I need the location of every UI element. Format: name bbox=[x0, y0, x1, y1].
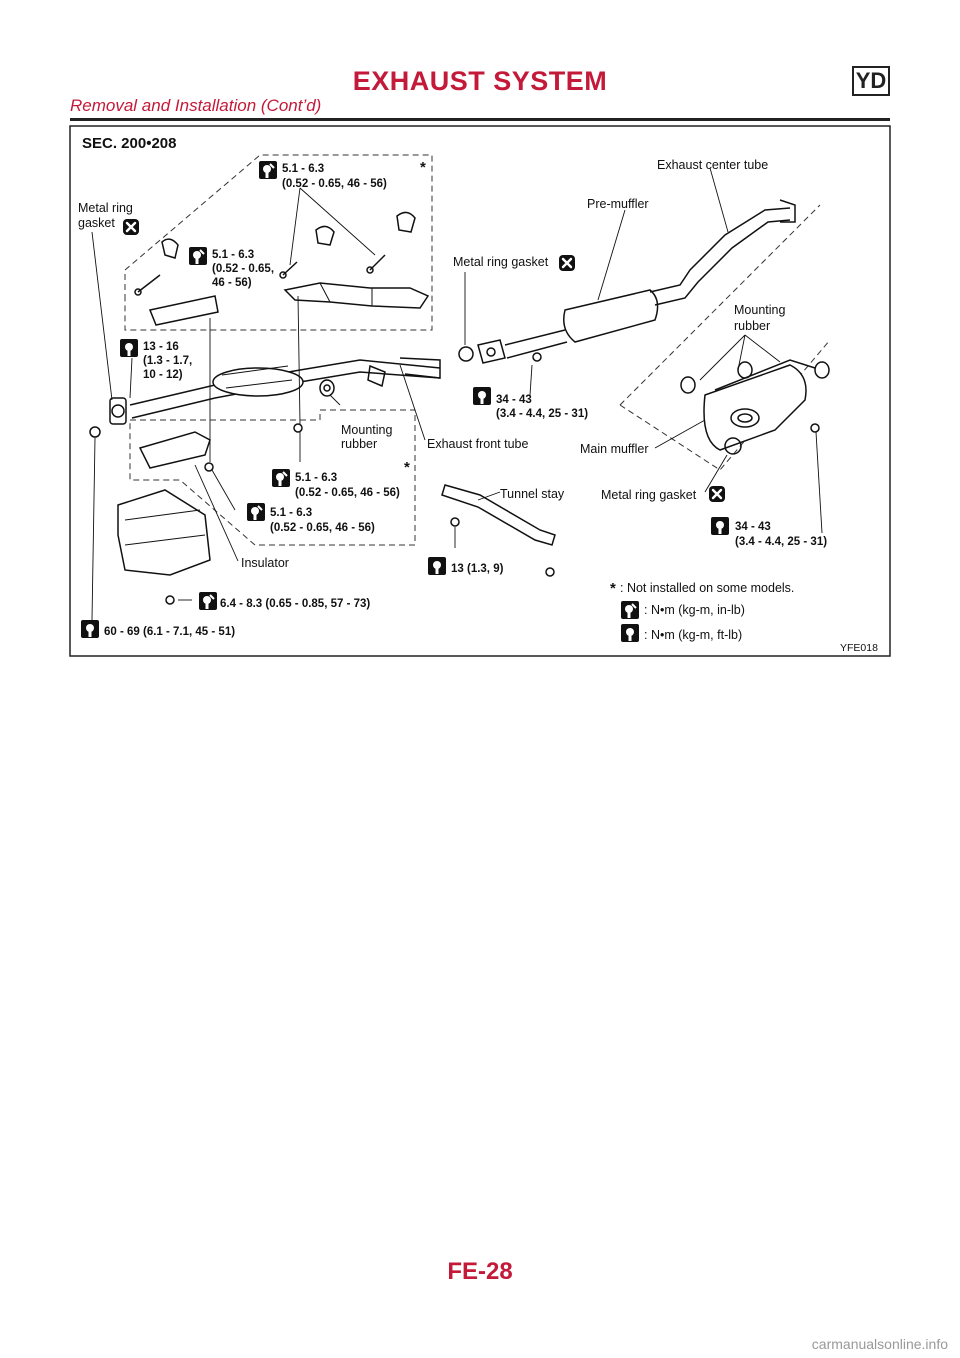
pre-muffler-label: Pre-muffler bbox=[587, 197, 649, 211]
model-badge: YD bbox=[852, 66, 890, 96]
torque-t2-line2: (0.52 - 0.65, bbox=[212, 263, 274, 275]
torque-wrench-icon bbox=[188, 246, 208, 266]
legend-wrench-ftlb-icon bbox=[621, 624, 639, 642]
page-subtitle: Removal and Installation (Cont’d) bbox=[70, 96, 322, 115]
torque-wrench-icon bbox=[120, 339, 138, 357]
legend-unit-ftlb: : N•m (kg-m, ft-lb) bbox=[644, 628, 742, 642]
header-rule bbox=[70, 118, 890, 121]
torque-t3-line2: (1.3 - 1.7, bbox=[143, 355, 192, 367]
metal-ring-gasket-right-label: Metal ring gasket bbox=[601, 488, 697, 502]
figure-frame bbox=[69, 125, 891, 657]
torque-t9: 6.4 - 8.3 (0.65 - 0.85, 57 - 73) bbox=[220, 598, 370, 610]
torque-wrench-icon bbox=[428, 557, 446, 575]
torque-t7-line2: (3.4 - 4.4, 25 - 31) bbox=[735, 536, 827, 548]
torque-t10: 60 - 69 (6.1 - 7.1, 45 - 51) bbox=[104, 626, 235, 638]
exhaust-center-tube-label: Exhaust center tube bbox=[657, 158, 768, 172]
torque-t3-line3: 10 - 12) bbox=[143, 369, 183, 381]
exhaust-front-tube bbox=[109, 357, 441, 425]
gasket-replace-icon bbox=[121, 217, 141, 237]
mounting-rubber-center bbox=[319, 364, 386, 397]
torque-wrench-icon bbox=[258, 160, 278, 180]
top-optional-parts bbox=[134, 211, 430, 326]
page-number: FE-28 bbox=[447, 1258, 513, 1285]
legend-unit-inlb: : N•m (kg-m, in-lb) bbox=[644, 603, 745, 617]
torque-wrench-icon bbox=[81, 620, 99, 638]
torque-t4-line1: 34 - 43 bbox=[496, 394, 532, 406]
section-number: SEC. 200•208 bbox=[82, 135, 176, 152]
legend-asterisk-text: : Not installed on some models. bbox=[620, 581, 794, 595]
insulator-label: Insulator bbox=[241, 556, 289, 570]
mounting-rubber-right-label: Mounting bbox=[734, 303, 785, 317]
torque-t5-line1: 5.1 - 6.3 bbox=[295, 472, 337, 484]
main-muffler-label: Main muffler bbox=[580, 442, 649, 456]
legend-asterisk: * bbox=[610, 580, 616, 597]
mounting-rubber-right-label-2: rubber bbox=[734, 319, 770, 333]
asterisk-marker: * bbox=[404, 459, 410, 476]
optional-group-top bbox=[124, 154, 433, 331]
mounting-rubber-center-label: Mounting bbox=[341, 423, 392, 437]
torque-t2-line1: 5.1 - 6.3 bbox=[212, 249, 254, 261]
torque-wrench-icon bbox=[198, 591, 218, 611]
exhaust-front-tube-label: Exhaust front tube bbox=[427, 437, 529, 451]
torque-wrench-icon bbox=[711, 517, 729, 535]
watermark: carmanualsonline.info bbox=[811, 1336, 948, 1352]
main-muffler bbox=[680, 359, 830, 455]
page-title: EXHAUST SYSTEM bbox=[352, 66, 608, 96]
torque-t1-line1: 5.1 - 6.3 bbox=[282, 163, 324, 175]
torque-t5-line2: (0.52 - 0.65, 46 - 56) bbox=[295, 487, 400, 499]
torque-wrench-icon bbox=[246, 502, 266, 522]
metal-ring-gasket-left-label: Metal ring bbox=[78, 201, 133, 215]
metal-ring-gasket-left-label-2: gasket bbox=[78, 216, 115, 230]
bottom-optional-parts bbox=[89, 423, 303, 605]
metal-ring-gasket-center-label: Metal ring gasket bbox=[453, 255, 549, 269]
torque-t3-line1: 13 - 16 bbox=[143, 341, 179, 353]
torque-t1-line2: (0.52 - 0.65, 46 - 56) bbox=[282, 178, 387, 190]
tunnel-stay-label: Tunnel stay bbox=[500, 487, 565, 501]
gasket-replace-icon bbox=[707, 484, 727, 504]
pre-muffler-assembly bbox=[458, 199, 796, 364]
torque-t4-line2: (3.4 - 4.4, 25 - 31) bbox=[496, 408, 588, 420]
legend-wrench-inlb-icon bbox=[620, 600, 640, 620]
leader-lines bbox=[91, 167, 823, 621]
tunnel-stay bbox=[441, 352, 556, 577]
torque-wrench-icon bbox=[473, 387, 491, 405]
gasket-replace-icon bbox=[557, 253, 577, 273]
torque-t8: 13 (1.3, 9) bbox=[451, 563, 504, 575]
torque-t6-line1: 5.1 - 6.3 bbox=[270, 507, 312, 519]
optional-group-bottom bbox=[129, 409, 416, 546]
figure-id: YFE018 bbox=[840, 642, 878, 654]
asterisk-marker: * bbox=[420, 159, 426, 176]
torque-t2-line3: 46 - 56) bbox=[212, 277, 252, 289]
torque-t7-line1: 34 - 43 bbox=[735, 521, 771, 533]
torque-wrench-icon bbox=[271, 468, 291, 488]
mounting-rubber-center-label-2: rubber bbox=[341, 437, 377, 451]
torque-t6-line2: (0.52 - 0.65, 46 - 56) bbox=[270, 522, 375, 534]
